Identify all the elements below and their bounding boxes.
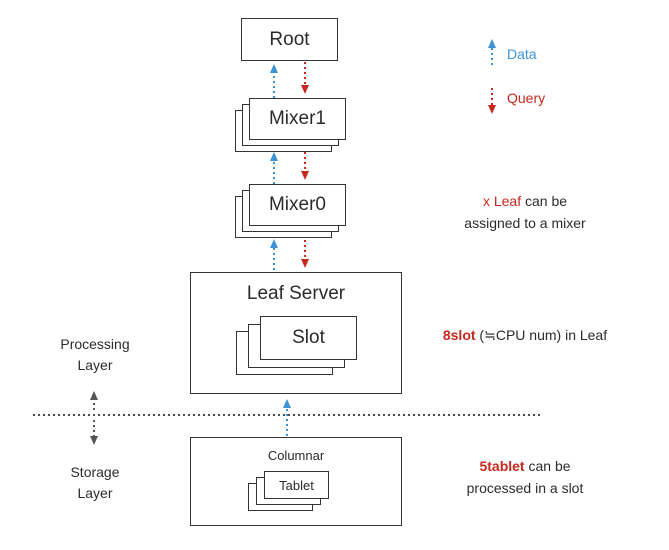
note-tablet-line2: processed in a slot [466,480,584,496]
columnar-label: Columnar [267,448,325,463]
slot-label: Slot [292,327,325,348]
note-mixer-rest: can be [521,193,568,209]
tablet-label: Tablet [279,477,314,493]
note-tablet-highlight: 5tablet [479,458,525,474]
note-mixer: x Leaf can be assigned to a mixer [430,190,620,234]
mixer0-node: Mixer0 [249,184,346,226]
root-label: Root [269,28,310,50]
note-tablet: 5tablet can be processed in a slot [430,455,620,499]
mixer1-label: Mixer1 [268,108,326,129]
processing-layer-line1: Processing [60,336,130,352]
legend-query-label: Query [507,90,546,106]
note-mixer-line2: assigned to a mixer [464,215,586,231]
legend-data-label: Data [507,46,537,62]
mixer0-label: Mixer0 [268,194,326,215]
slot-node: Slot [260,316,357,360]
tablet-node: Tablet [264,471,329,499]
storage-layer-line1: Storage [70,464,120,480]
storage-layer-line2: Layer [77,485,113,501]
leaf-server-label: Leaf Server [246,283,346,304]
processing-layer-line2: Layer [77,357,113,373]
processing-layer-label: Processing Layer [40,334,150,376]
note-slot-rest: (≒CPU num) in Leaf [475,327,608,343]
root-node: Root [241,18,338,61]
note-slot-highlight: 8slot [442,327,476,343]
note-mixer-highlight: x Leaf [482,193,522,209]
note-tablet-rest: can be [524,458,571,474]
storage-layer-label: Storage Layer [40,462,150,504]
note-slot: 8slot (≒CPU num) in Leaf [420,324,630,346]
mixer1-node: Mixer1 [249,98,346,140]
